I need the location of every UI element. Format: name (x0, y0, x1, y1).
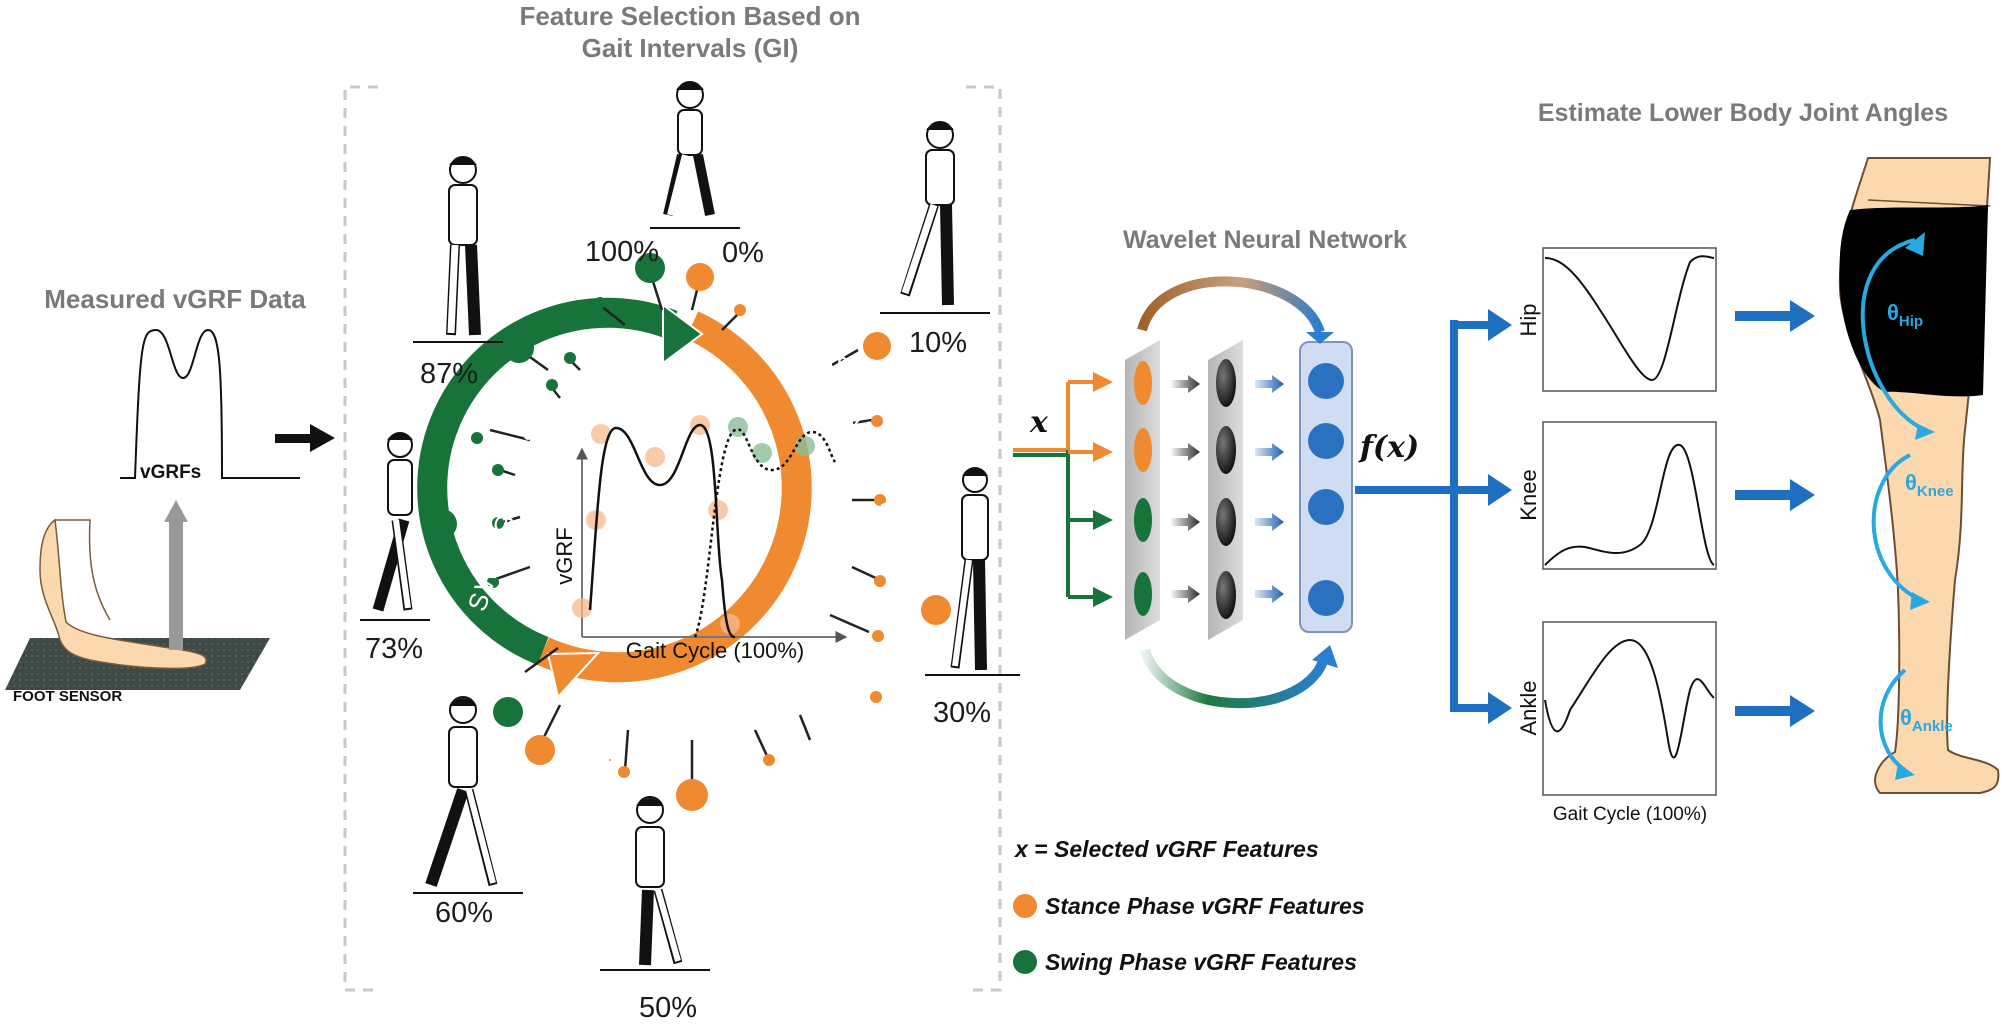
pct-30: 30% (932, 697, 992, 729)
stance-legend-dot (1013, 894, 1037, 918)
ankle-label: Ankle (1516, 680, 1541, 735)
network-layers (1125, 276, 1353, 709)
swing-phase-label: SWING PHASE (462, 400, 557, 615)
arrow-to-feature-selection (275, 424, 335, 452)
leg-icon: θHip θKnee θAnkle (1838, 157, 2000, 794)
walking-figure-icon (360, 81, 1020, 971)
estimate-title: Estimate Lower Body Joint Angles (1537, 99, 1949, 127)
pct-87: 87% (419, 358, 479, 390)
inner-plot-ylabel: vGRF (552, 527, 577, 584)
legend-x-definition: x = Selected vGRF Features (1015, 836, 1319, 862)
foot-sensor-label: FOOT SENSOR (13, 688, 123, 705)
measured-vgrf-curve (120, 328, 300, 479)
gait-cycle-circle (417, 297, 812, 700)
pct-73: 73% (364, 633, 424, 665)
swing-legend-dot (1013, 950, 1037, 974)
joint-plot-xlabel: Gait Cycle (100%) (1553, 804, 1707, 825)
theta-ankle-label: θAnkle (1900, 705, 1953, 735)
pct-60: 60% (434, 897, 494, 929)
feature-selection-title-line1: Feature Selection Based on (519, 1, 861, 31)
foot-on-sensor-icon (5, 500, 270, 690)
knee-plot (1542, 421, 1717, 570)
pct-10: 10% (908, 327, 968, 359)
network-input-arrows (1013, 372, 1113, 607)
plot-to-leg-arrows (1735, 300, 1815, 727)
theta-knee-label: θKnee (1905, 470, 1954, 500)
pct-100: 100% (584, 236, 660, 268)
network-title: Wavelet Neural Network (1123, 226, 1407, 254)
legend-swing: Swing Phase vGRF Features (1045, 949, 1357, 975)
network-input-label: x (1030, 405, 1048, 440)
hip-plot (1542, 247, 1717, 392)
feature-selection-title-line2: Gait Intervals (GI) (581, 33, 799, 63)
circle-phase-labels: SWING PHASE STANCE PHASE (462, 351, 931, 614)
theta-hip-label: θHip (1887, 300, 1923, 330)
network-output-arrows (1355, 309, 1512, 724)
network-output-label: f(x) (1360, 430, 1420, 465)
inner-plot-xlabel: Gait Cycle (100%) (626, 638, 805, 663)
interval-lollipops (427, 253, 951, 811)
pct-0: 0% (722, 237, 764, 269)
inner-vgrf-plot: vGRF Gait Cycle (100%) (552, 415, 848, 663)
feature-selection-bracket (343, 85, 1002, 992)
stance-phase-label: STANCE PHASE (822, 351, 931, 582)
legend-stance: Stance Phase vGRF Features (1045, 893, 1365, 919)
ankle-plot (1542, 621, 1717, 796)
pct-50: 50% (638, 992, 698, 1024)
measured-title: Measured vGRF Data (44, 284, 306, 314)
vgrfs-label: vGRFs (140, 462, 202, 483)
joint-labels: Hip Knee Ankle Gait Cycle (100%) (1516, 303, 1707, 825)
knee-label: Knee (1516, 469, 1541, 520)
hip-label: Hip (1516, 303, 1541, 336)
